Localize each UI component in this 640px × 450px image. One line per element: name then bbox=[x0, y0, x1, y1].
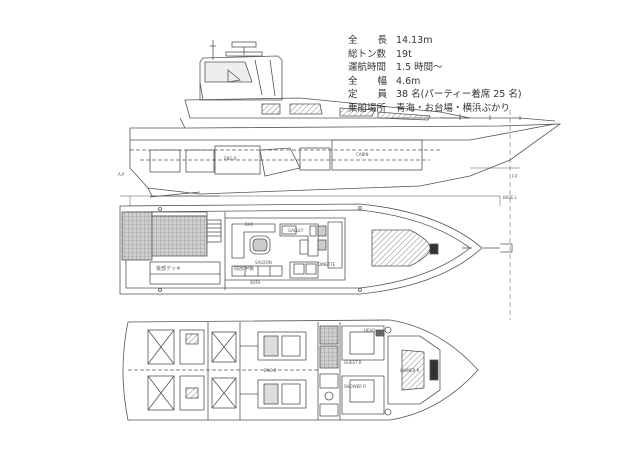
spec-row: 全幅 4.6m bbox=[348, 75, 628, 89]
spec-label: 全長 bbox=[348, 35, 408, 46]
profile-cabin-label: CABIN bbox=[356, 152, 368, 157]
spec-value: 19t bbox=[396, 48, 412, 60]
spec-label: 総トン数 bbox=[348, 48, 387, 60]
bar-label: BAR bbox=[245, 222, 253, 227]
spec-value: 1.5 時間〜 bbox=[396, 62, 443, 74]
stern-note-2: 前部甲板 bbox=[234, 265, 254, 272]
spec-label: 全幅 bbox=[348, 75, 408, 87]
saloon-label: SALOON bbox=[255, 260, 272, 265]
guest-room-label: GUEST R bbox=[344, 360, 362, 365]
spec-label: 運航時間 bbox=[348, 62, 387, 74]
profile-labels: CABIN ENG.R F.P A.P BASE L bbox=[118, 152, 518, 200]
spec-row: 総トン数 19t bbox=[348, 48, 628, 62]
galley-label: GALLEY bbox=[288, 228, 304, 233]
side-profile bbox=[120, 40, 562, 320]
dinette-label: DINETTE bbox=[318, 262, 336, 267]
profile-fp-label: F.P bbox=[512, 174, 518, 179]
spec-row: 全長 14.13m bbox=[348, 34, 628, 48]
spec-value: 14.13m bbox=[396, 35, 433, 46]
lower-deck-labels: ENG.R GUEST R SHOWER R OWNER R HEAD bbox=[264, 328, 420, 389]
spec-value: 4.6m bbox=[396, 75, 421, 87]
profile-engine-label: ENG.R bbox=[224, 156, 237, 161]
spec-list: 全長 14.13m 総トン数 19t 運航時間 1.5 時間〜 全幅 4.6m … bbox=[348, 34, 628, 116]
profile-ap-label: A.P bbox=[118, 172, 125, 177]
main-deck-labels: SALOON GALLEY DINETTE SOFA BAR 後部デッキ 前部甲… bbox=[156, 222, 336, 285]
profile-base-label: BASE L bbox=[503, 195, 518, 200]
spec-row: 定員 38 名(パーティー着席 25 名) bbox=[348, 88, 628, 102]
main-deck-plan bbox=[119, 203, 513, 295]
sofa-label: SOFA bbox=[250, 280, 261, 285]
lower-deck-plan bbox=[122, 319, 479, 421]
spec-label: 定員 bbox=[348, 89, 408, 101]
spec-label: 乗船場所 bbox=[348, 102, 387, 114]
spec-value: 青海・お台場・横浜ぷかり bbox=[396, 102, 511, 114]
stern-note-1: 後部デッキ bbox=[156, 265, 181, 272]
lower-engine-label: ENG.R bbox=[264, 368, 277, 373]
owner-room-label: OWNER R bbox=[400, 368, 420, 373]
spec-value: 38 名(パーティー着席 25 名) bbox=[396, 89, 522, 101]
head-label: HEAD bbox=[364, 328, 375, 333]
spec-row: 運航時間 1.5 時間〜 bbox=[348, 61, 628, 75]
spec-row: 乗船場所 青海・お台場・横浜ぷかり bbox=[348, 102, 628, 116]
shower-room-label: SHOWER R bbox=[344, 384, 366, 389]
